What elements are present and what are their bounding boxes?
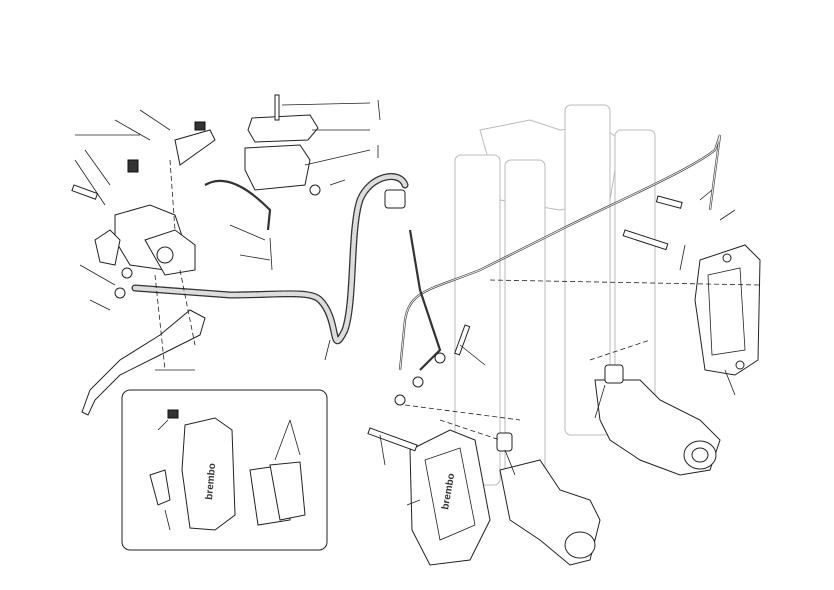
inset-detail-box: brembo bbox=[121, 389, 328, 551]
leader-lines bbox=[74, 99, 736, 506]
fasteners bbox=[114, 121, 683, 452]
front-fork-ghost bbox=[454, 104, 721, 566]
brake-line-left bbox=[408, 229, 442, 371]
brake-lever bbox=[81, 309, 206, 416]
brake-master-cylinder bbox=[71, 184, 196, 276]
left-brake-caliper: brembo bbox=[409, 429, 491, 566]
braided-brake-hose bbox=[131, 173, 409, 345]
brake-fluid-reservoir bbox=[174, 94, 319, 191]
reservoir-hose bbox=[204, 179, 272, 231]
brembo-logo-inset: brembo bbox=[204, 463, 218, 500]
right-brake-caliper bbox=[694, 244, 761, 376]
alignment-lines bbox=[154, 159, 761, 441]
